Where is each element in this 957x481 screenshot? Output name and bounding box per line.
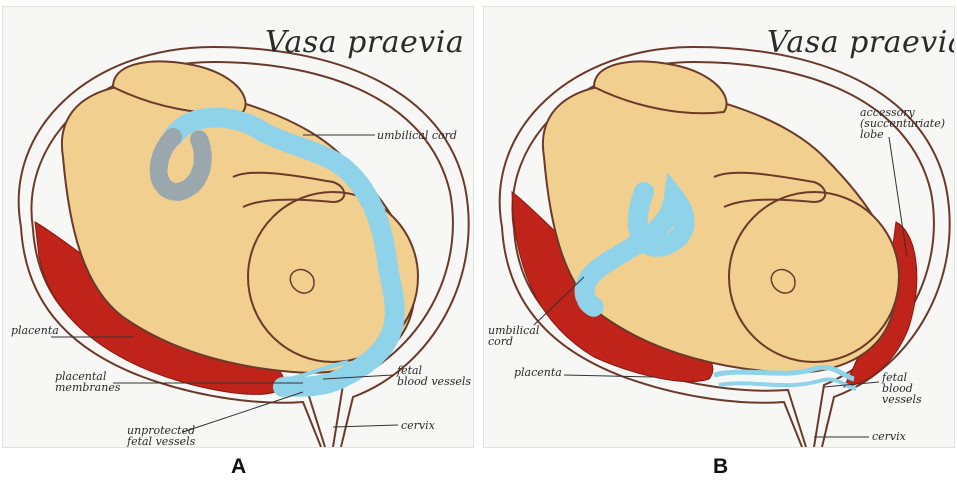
panel-b-vasa-praevia-type2: Vasa praevia (type2) accessory (succentu… [483,6,955,448]
label-fetal-blood-vessels: fetal blood vessels [397,365,471,387]
panel-a-vasa-praevia-type1: Vasa praevia (type1) umbilical cord plac… [2,6,474,448]
fetal-vessel-b2 [719,379,856,389]
panel-b-title-main: Vasa praevia [767,25,955,60]
panel-b-title: Vasa praevia (type2) [767,25,955,60]
leader-unprotected-vessels [183,392,303,432]
label-cervix: cervix [401,420,435,431]
fetus-head-b [729,192,899,362]
label-placental-membranes: placental membranes [55,371,120,393]
label-cervix-b: cervix [872,431,906,442]
panel-a-title-main: Vasa praevia [265,25,464,60]
label-accessory-lobe: accessory (succenturiate) lobe [860,107,945,140]
leader-placenta-b [564,375,654,377]
label-unprotected-fetal-vessels: unprotected fetal vessels [127,425,195,447]
label-umbilical-cord: umbilical cord [377,130,457,141]
panel-a-letter: A [231,455,246,479]
leader-cervix [333,425,398,427]
label-placenta: placenta [11,325,59,336]
label-placenta-b: placenta [514,367,562,378]
label-fetal-blood-vessels-b: fetal blood vessels [882,372,922,405]
label-umbilical-cord-b: umbilical cord [488,325,539,347]
panel-b-letter: B [713,455,728,479]
panel-a-title: Vasa praevia (type1) [265,25,474,60]
